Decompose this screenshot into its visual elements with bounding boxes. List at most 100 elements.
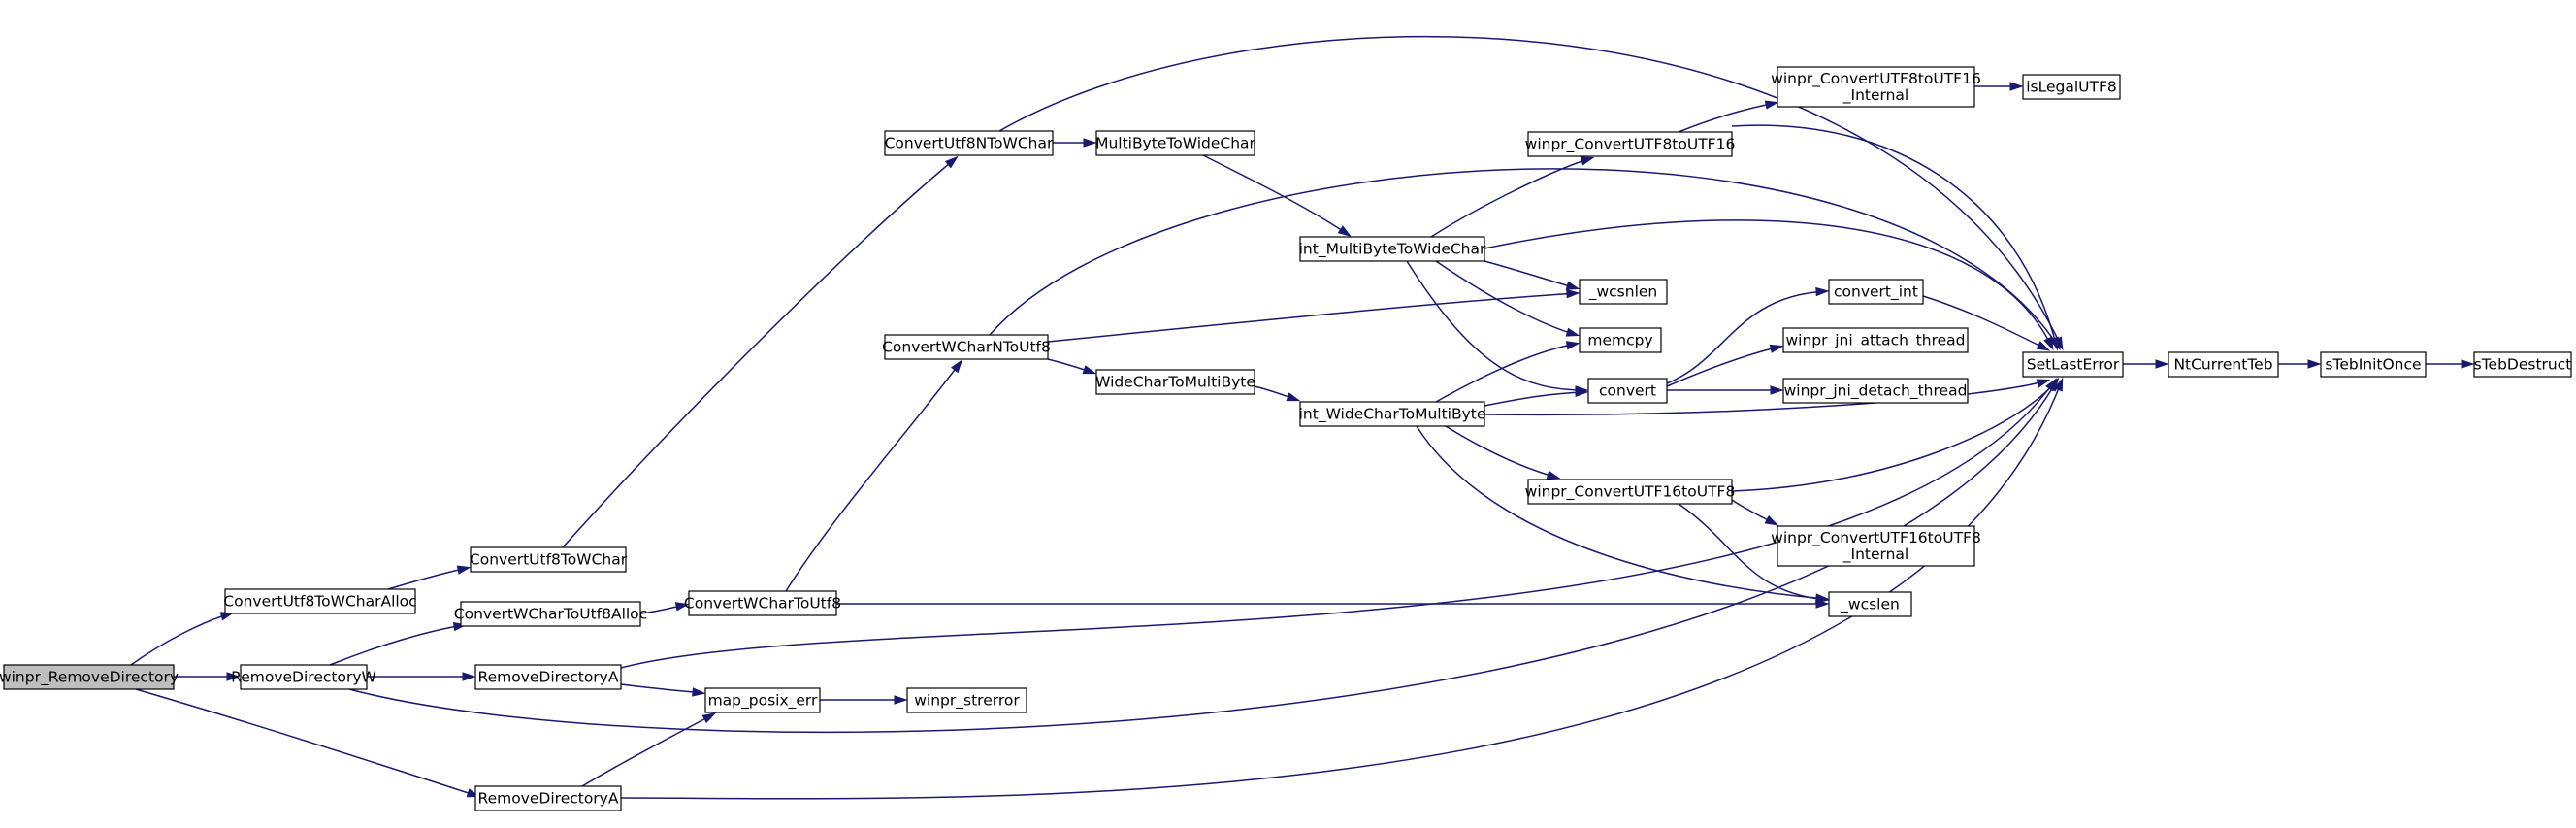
node-box [1579,279,1668,305]
edge-line [1445,425,1558,479]
node-winpr-convertutf8toutf16-internal[interactable]: winpr_ConvertUTF8toUTF16_Internal [1771,66,1981,108]
edge-removedirectoryw-to-convertwchartoutf8alloc [329,622,468,666]
edge-winpr-convertutf16toutf8-to-setlasterror [1731,378,2060,492]
edge-arrowhead [2046,378,2060,392]
node-convertwchartoutf8[interactable]: ConvertWCharToUtf8 [684,590,841,616]
node-box [1095,369,1255,395]
edge-widechartomultibyte-to-int-widechartomultibyte [1254,385,1301,402]
node-winpr-convertutf8toutf16[interactable]: winpr_ConvertUTF8toUTF16 [1525,131,1736,157]
node-label: winpr_ConvertUTF8toUTF16 [1771,70,1981,88]
node-convertwcharntoutf8[interactable]: ConvertWCharNToUtf8 [882,334,1051,360]
node-winpr-removedirectory[interactable]: winpr_RemoveDirectory [0,664,179,690]
node-label: _Internal [1842,546,1909,564]
node-label: convert_int [1834,283,1918,302]
node-convertutf8towcharalloc[interactable]: ConvertUtf8ToWCharAlloc [223,588,417,614]
node-label: int_MultiByteToWideChar [1299,241,1486,259]
edge-arrowhead [1565,341,1581,350]
node-ntcurrentteb[interactable]: NtCurrentTeb [2168,351,2279,378]
edge-arrowhead [1815,286,1830,297]
node-multibytetowidechar[interactable]: MultiByteToWideChar [1095,130,1256,156]
edge-arrowhead [1566,288,1581,299]
edge-arrowhead [1337,225,1352,238]
node-label: winpr_strerror [914,692,1020,711]
edge-line [620,380,2056,669]
edge-arrowhead [1764,514,1779,526]
edge-int-multibytetowidechar-to-convert [1406,260,1589,395]
node-label: ConvertUtf8ToWChar [470,551,628,569]
nodes-layer: winpr_RemoveDirectory ConvertUtf8ToWCharA… [0,66,2572,811]
node-removedirectoryw[interactable]: RemoveDirectoryW [231,664,376,690]
node-winpr-jni-attach-thread[interactable]: winpr_jni_attach_thread [1782,327,1969,353]
node-label: RemoveDirectoryA [478,669,619,686]
node-stebinitonce[interactable]: sTebInitOnce [2320,351,2427,378]
edge-arrowhead [2461,359,2475,369]
node-box [1587,378,1668,404]
node-label: ConvertWCharToUtf8Alloc [454,606,647,623]
node-islegalutf8[interactable]: isLegalUTF8 [2022,74,2121,100]
node-convertutf8ntowchar[interactable]: ConvertUtf8NToWChar [884,130,1054,156]
node-box [884,130,1054,156]
edge-arrowhead [1565,281,1581,290]
node-box [224,588,416,614]
node-box [1579,327,1662,353]
node-label: sTebInitOnce [2325,356,2421,374]
node-widechartomultibyte[interactable]: WideCharToMultiByte [1095,369,1255,395]
node-convert-int[interactable]: convert_int [1828,279,1924,305]
edge-line [1430,157,1592,238]
node-int-multibytetowidechar[interactable]: int_MultiByteToWideChar [1299,236,1486,262]
node-winpr-convertutf16toutf8-internal[interactable]: winpr_ConvertUTF16toUTF8_Internal [1771,525,1981,567]
node-box [1828,591,1912,617]
node-box [1828,279,1924,305]
node-wcslen[interactable]: _wcslen [1828,591,1912,617]
node-convert[interactable]: convert [1587,378,1668,404]
edge-arrowhead [894,695,908,705]
node-convertutf8towchar[interactable]: ConvertUtf8ToWChar [470,546,628,573]
edge-line [1484,219,2053,348]
node-label: RemoveDirectoryA [478,790,619,808]
node-stebdestruct[interactable]: sTebDestruct [2473,351,2572,378]
node-label: NtCurrentTeb [2173,356,2272,374]
node-label: _Internal [1842,86,1909,105]
node-winpr-jni-detach-thread[interactable]: winpr_jni_detach_thread [1782,378,1969,404]
node-int-widechartomultibyte[interactable]: int_WideCharToMultiByte [1299,401,1486,427]
node-box [1527,131,1733,157]
edge-int-multibytetowidechar-to-memcpy [1435,260,1581,337]
edge-line [329,624,465,666]
edge-setlasterror-to-ntcurrentteb [2123,359,2169,369]
node-convertwchartoutf8alloc[interactable]: ConvertWCharToUtf8Alloc [454,601,647,627]
edge-convertutf8towcharalloc-to-convertutf8towchar [387,565,472,590]
node-box [1777,66,1975,108]
node-removedirectorya-2[interactable]: RemoveDirectoryA [474,785,622,811]
node-label: winpr_jni_detach_thread [1784,382,1968,401]
node-winpr-strerror[interactable]: winpr_strerror [906,687,1027,713]
node-wcsnlen[interactable]: _wcsnlen [1579,279,1668,305]
edge-arrowhead [2043,336,2054,351]
edge-line [1435,260,1578,336]
edge-arrowhead [2009,82,2024,91]
edge-int-widechartomultibyte-to-convert [1484,387,1589,407]
node-memcpy[interactable]: memcpy [1579,327,1662,353]
node-label: ConvertWCharNToUtf8 [882,339,1051,356]
edge-line [1484,380,2048,416]
node-removedirectorya[interactable]: RemoveDirectoryA [474,664,622,690]
node-label: memcpy [1587,332,1652,349]
node-winpr-convertutf16toutf8[interactable]: winpr_ConvertUTF16toUTF8 [1525,479,1736,505]
node-setlasterror[interactable]: SetLastError [2022,351,2124,378]
edge-convertwchartoutf8alloc-to-convertwchartoutf8 [639,602,690,614]
edge-convertutf8ntowchar-to-multibytetowidechar [1052,138,1097,148]
node-label: ConvertUtf8NToWChar [885,135,1054,152]
edge-int-multibytetowidechar-to-wcsnlen [1484,260,1581,290]
node-box [3,664,175,690]
node-label: sTebDestruct [2474,356,2572,374]
node-label: WideCharToMultiByte [1095,374,1255,391]
node-box [1299,401,1485,427]
edge-int-multibytetowidechar-to-setlasterror [1484,219,2054,351]
edge-line [1678,503,1827,601]
node-box [470,546,627,573]
node-box [1095,130,1255,156]
node-label: winpr_ConvertUTF8toUTF16 [1525,136,1736,154]
edge-removedirectoryw-to-removedirectorya [366,672,476,681]
edge-line [581,713,714,787]
edge-arrowhead [462,672,476,681]
node-map-posix-err[interactable]: map_posix_err [704,687,821,713]
